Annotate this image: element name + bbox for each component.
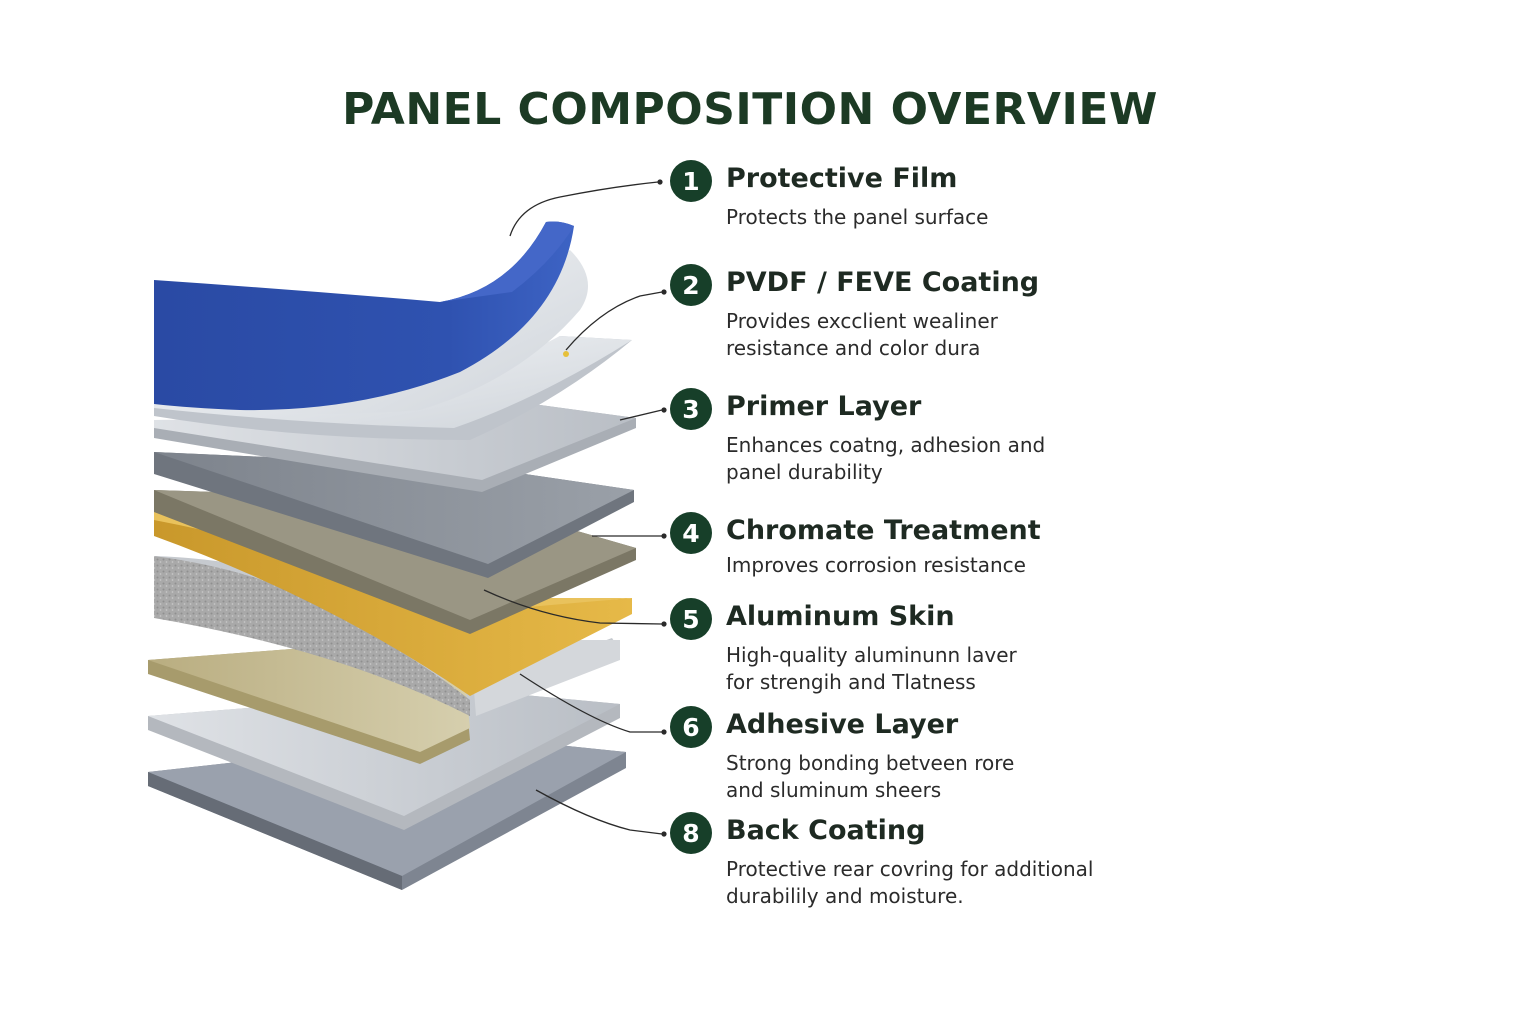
layer-silver-sheet-lower [148,690,620,830]
leader-line-6 [519,673,662,733]
layer-number-badge: 5 [670,598,712,640]
leader-lines [483,181,663,835]
layer-number-badge: 4 [670,512,712,554]
layer-number-badge: 6 [670,706,712,748]
layer-number-badge: 1 [670,160,712,202]
leader-line-3 [619,409,663,421]
layer-description: Provides excclient wealiner resistance a… [726,309,998,360]
layer-protective-film-blue [154,221,574,411]
layer-name: Adhesive Layer [726,709,959,740]
leader-line-1 [509,181,659,237]
layer-name: Back Coating [726,815,926,846]
leader-line-5 [483,589,663,625]
leader-line-8 [535,789,663,835]
layer-description: Improves corrosion resistance [726,553,1026,577]
layer-name: Protective Film [726,163,958,194]
layer-description: Protective rear covring for additional d… [726,857,1094,908]
layer-number-badge: 3 [670,388,712,430]
layer-name: PVDF / FEVE Coating [726,267,1040,298]
layer-white-film [240,250,588,414]
coating-marker-dot [563,351,569,357]
layer-description: Enhances coatng, adhesion and panel dura… [726,433,1046,484]
layer-description: Strong bonding betveen rore and sluminum… [726,751,1015,802]
layer-description: High-quality aluminunn laver for strengi… [726,643,1017,694]
leader-end-dots [657,179,667,837]
layer-name: Chromate Treatment [726,515,1041,546]
layer-slate-sheet [154,452,634,578]
layer-number-badge: 2 [670,264,712,306]
page-title: PANEL COMPOSITION OVERVIEW [342,84,1158,135]
layer-number-badge: 8 [670,812,712,854]
leader-line-2 [565,291,663,351]
layer-name: Aluminum Skin [726,601,955,632]
layer-description: Protects the panel surface [726,205,989,229]
layer-name: Primer Layer [726,391,922,422]
